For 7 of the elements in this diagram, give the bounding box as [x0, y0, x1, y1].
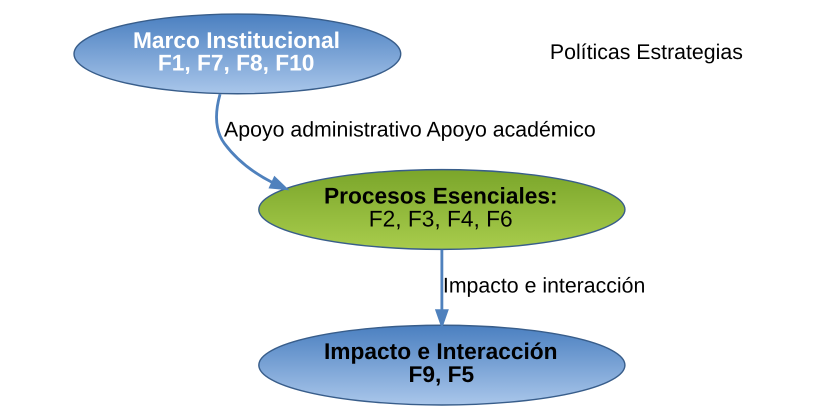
label: Políticas Estrategias — [550, 40, 743, 64]
edge-label: Impacto e interacción — [442, 273, 646, 298]
node-ellipse: Marco Institucional F1, F7, F8, F10 — [73, 13, 402, 94]
edge-label: Apoyo administrativo Apoyo académico — [224, 118, 596, 142]
node-ellipse: Procesos Esenciales: F2, F3, F4, F6 — [258, 168, 626, 250]
node-ellipse: Impacto e Interacción F9, F5 — [258, 324, 626, 406]
arrow — [215, 94, 290, 190]
